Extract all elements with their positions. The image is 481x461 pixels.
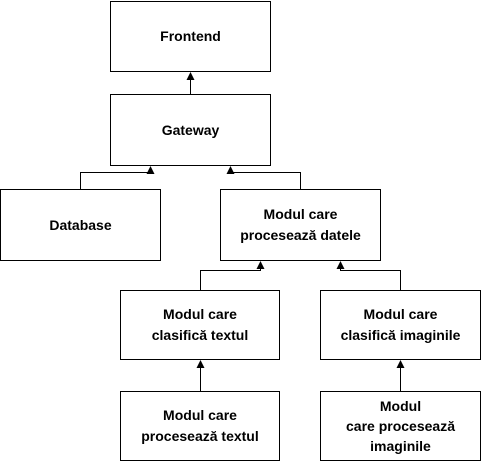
text-processing-node: Modul care procesează textul <box>120 391 280 461</box>
data-processing-node: Modul care procesează datele <box>220 189 381 261</box>
edge-textclassifier-dataprocessing <box>200 261 265 290</box>
text-classifier-node: Modul care clasifică textul <box>120 290 280 360</box>
edge-dataprocessing-gateway <box>226 166 301 189</box>
frontend-node: Frontend <box>110 1 271 72</box>
edge-database-gateway <box>80 166 155 189</box>
edge-imageclassifier-dataprocessing <box>336 261 401 290</box>
image-classifier-node: Modul care clasifică imaginile <box>320 290 481 360</box>
gateway-node: Gateway <box>110 94 271 166</box>
image-processing-node: Modul care procesează imaginile <box>320 391 481 461</box>
database-node: Database <box>0 189 161 261</box>
